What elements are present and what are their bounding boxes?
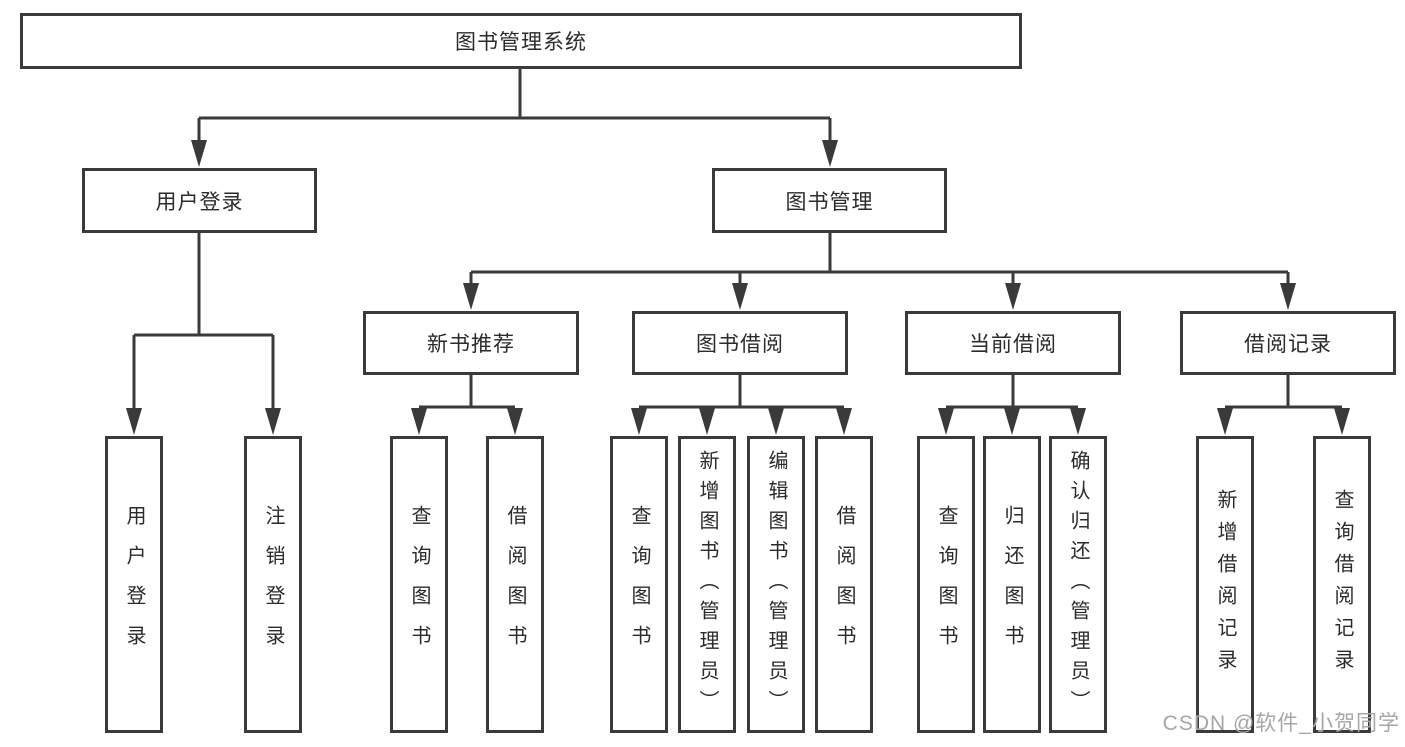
leaf-label: 查询借阅记录 <box>1331 488 1353 681</box>
arrow-down-icon <box>126 408 142 435</box>
arrow-down-icon <box>1070 408 1086 435</box>
leaf-user-login: 用户登录 <box>105 436 163 733</box>
node-label: 用户登录 <box>155 190 244 214</box>
leaf-label: 查询图书 <box>628 504 650 665</box>
leaf-label: 借阅图书 <box>833 504 855 665</box>
leaf-label: 注销登录 <box>262 504 284 665</box>
arrow-down-icon <box>463 283 479 310</box>
leaf-edit-books-admin: 编辑图书（管理员） <box>747 436 805 733</box>
arrow-down-icon <box>191 140 207 167</box>
node-library-management-system: 图书管理系统 <box>20 13 1022 69</box>
node-new-book-recommendation: 新书推荐 <box>363 311 579 375</box>
leaf-logout-login: 注销登录 <box>244 436 302 733</box>
node-user-login: 用户登录 <box>82 168 317 233</box>
leaf-label: 查询图书 <box>408 504 430 665</box>
node-book-borrowing: 图书借阅 <box>632 311 848 375</box>
arrow-down-icon <box>411 408 427 435</box>
arrow-down-icon <box>938 408 954 435</box>
node-book-management: 图书管理 <box>712 168 947 233</box>
node-label: 新书推荐 <box>427 333 515 356</box>
arrow-down-icon <box>836 408 852 435</box>
node-current-borrowing: 当前借阅 <box>905 311 1121 375</box>
leaf-label: 借阅图书 <box>504 504 526 665</box>
leaf-label: 用户登录 <box>123 504 145 665</box>
node-label: 借阅记录 <box>1244 333 1332 356</box>
arrow-down-icon <box>1217 408 1233 435</box>
arrow-down-icon <box>1004 408 1020 435</box>
node-borrowing-records: 借阅记录 <box>1180 311 1396 375</box>
watermark: CSDN @软件_小贺同学 <box>1162 712 1400 735</box>
arrow-down-icon <box>265 408 281 435</box>
arrow-down-icon <box>768 408 784 435</box>
leaf-label: 查询图书 <box>935 504 957 665</box>
leaf-borrow-books: 借阅图书 <box>815 436 873 733</box>
leaf-label: 归还图书 <box>1001 504 1023 665</box>
connector-path <box>132 68 1342 412</box>
arrow-down-icon <box>699 408 715 435</box>
node-label: 当前借阅 <box>969 333 1057 356</box>
arrow-down-icon <box>631 408 647 435</box>
leaf-add-books-admin: 新增图书（管理员） <box>678 436 736 733</box>
leaf-label: 新增借阅记录 <box>1214 488 1236 681</box>
arrow-down-icon <box>822 140 838 167</box>
leaf-confirm-return-admin: 确认归还（管理员） <box>1049 436 1107 733</box>
leaf-query-books-recommend: 查询图书 <box>390 436 448 733</box>
leaf-return-books: 归还图书 <box>983 436 1041 733</box>
node-label: 图书管理系统 <box>455 31 587 54</box>
arrowheads <box>126 140 1350 435</box>
node-label: 图书借阅 <box>696 333 784 356</box>
leaf-query-borrow-record: 查询借阅记录 <box>1313 436 1371 733</box>
leaf-borrow-books-recommend: 借阅图书 <box>486 436 544 733</box>
arrow-down-icon <box>507 408 523 435</box>
arrow-down-icon <box>732 283 748 310</box>
arrow-down-icon <box>1334 408 1350 435</box>
leaf-label: 新增图书（管理员） <box>696 449 718 720</box>
node-label: 图书管理 <box>785 190 874 214</box>
leaf-label: 编辑图书（管理员） <box>765 449 787 720</box>
arrow-down-icon <box>1280 283 1296 310</box>
leaf-query-books-current: 查询图书 <box>917 436 975 733</box>
arrow-down-icon <box>1005 283 1021 310</box>
leaf-label: 确认归还（管理员） <box>1067 449 1089 720</box>
leaf-add-borrow-record: 新增借阅记录 <box>1196 436 1254 733</box>
leaf-query-books-borrow: 查询图书 <box>610 436 668 733</box>
